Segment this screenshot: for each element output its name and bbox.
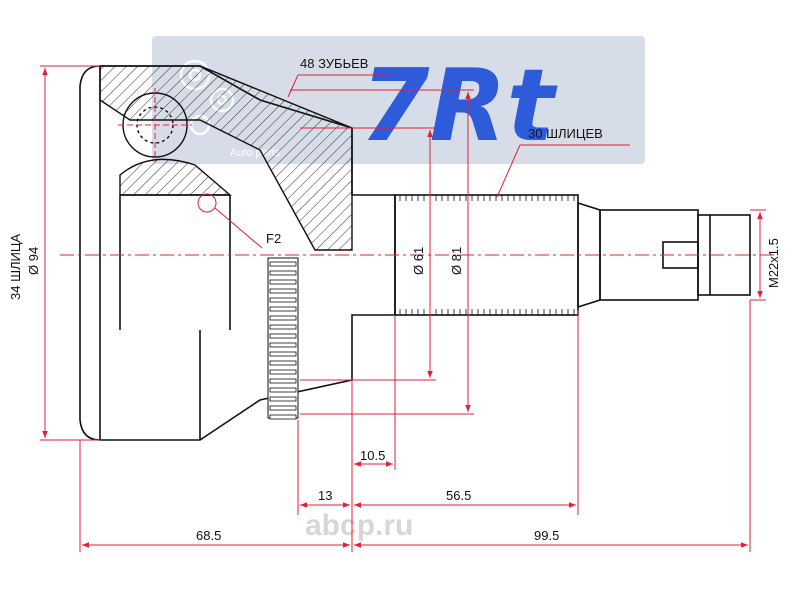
label-30-splines: 30 ШЛИЦЕВ <box>528 126 603 141</box>
abs-tooth <box>269 270 297 276</box>
abs-tooth <box>269 306 297 312</box>
label-56-5: 56.5 <box>446 488 471 503</box>
abs-tooth <box>269 315 297 321</box>
abcp-watermark: abcp.ru <box>305 509 413 542</box>
ball-element <box>118 88 192 162</box>
abs-tooth <box>269 351 297 357</box>
abs-tooth <box>269 324 297 330</box>
abs-tooth <box>269 378 297 384</box>
hatch-upper-housing <box>99 65 353 251</box>
label-thread: M22x1.5 <box>766 238 781 288</box>
label-10-5: 10.5 <box>360 448 385 463</box>
abs-tooth <box>269 288 297 294</box>
hatched-sections <box>99 65 353 251</box>
abs-tooth <box>269 360 297 366</box>
abs-tooth <box>269 405 297 411</box>
abs-tooth <box>269 387 297 393</box>
label-68-5: 68.5 <box>196 528 221 543</box>
label-f2: F2 <box>266 231 281 246</box>
spline-marks <box>399 195 575 315</box>
abs-tooth <box>269 261 297 267</box>
abs-tooth <box>269 333 297 339</box>
joint-body <box>79 65 751 441</box>
abcp-logo: abcp.ru <box>305 509 413 542</box>
abs-tooth <box>269 279 297 285</box>
label-34-splines: 34 ШЛИЦА <box>8 234 23 300</box>
brand-logo: 7Rt <box>360 47 558 164</box>
label-diameter-81: Ø 81 <box>449 247 464 275</box>
abs-tooth <box>269 297 297 303</box>
abs-tooth <box>269 414 297 420</box>
label-48-teeth: 48 ЗУБЬЕВ <box>300 56 368 71</box>
abs-tooth <box>269 369 297 375</box>
hatch-inner-race <box>119 158 232 196</box>
label-99-5: 99.5 <box>534 528 559 543</box>
label-diameter-94: Ø 94 <box>26 247 41 275</box>
dimension-labels: 48 ЗУБЬЕВ 30 ШЛИЦЕВ F2 34 ШЛИЦА Ø 94 Ø 6… <box>8 56 781 543</box>
label-diameter-61: Ø 61 <box>411 247 426 275</box>
abs-tooth <box>269 396 297 402</box>
dimensions <box>40 65 766 552</box>
abs-tooth <box>269 342 297 348</box>
abs-ring-teeth <box>269 261 297 420</box>
label-13: 13 <box>318 488 332 503</box>
